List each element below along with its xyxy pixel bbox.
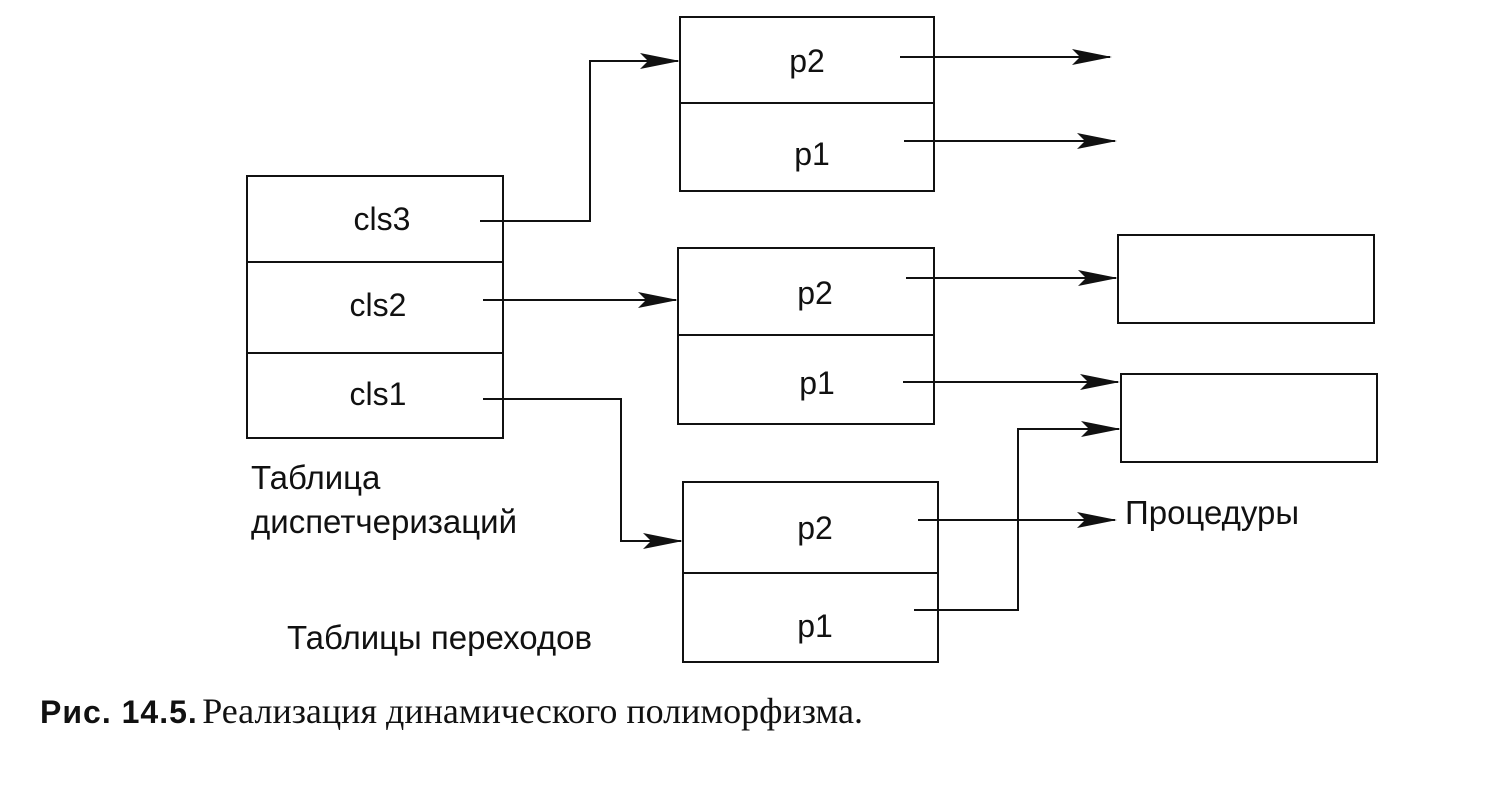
figure-number: Рис. 14.5. xyxy=(40,694,198,730)
jump-table-cls3-row-p2: p2 xyxy=(789,43,825,79)
arrow-bottom-p1-to-procedure xyxy=(914,421,1121,611)
procedures-label: Процедуры xyxy=(1125,494,1300,531)
jump-table-cls3 xyxy=(679,16,935,192)
jump-table-cls3-row-p1: p1 xyxy=(794,136,830,172)
dispatch-table-label: Таблица диспетчеризаций xyxy=(251,456,517,544)
arrow-cls3-to-jump-table xyxy=(480,53,680,222)
procedure-box xyxy=(1117,234,1375,324)
jump-table-cls2-row-p1: p1 xyxy=(799,365,835,401)
dispatch-table xyxy=(246,175,504,439)
dispatch-table-label-line2: диспетчеризаций xyxy=(251,503,518,540)
jump-table-cls1-row-p2: p2 xyxy=(797,510,833,546)
dispatch-table-label-line1: Таблица xyxy=(251,459,381,496)
figure-caption-text: Реализация динамического полиморфизма. xyxy=(202,691,863,731)
procedure-box xyxy=(1120,373,1378,463)
figure-caption: Рис. 14.5. Реализация динамического поли… xyxy=(40,690,863,732)
jump-table-cls2-row-p2: p2 xyxy=(797,275,833,311)
arrow-cls1-to-jump-table xyxy=(483,398,683,549)
jump-tables-label: Таблицы переходов xyxy=(287,619,593,656)
dispatch-row-cls2: cls2 xyxy=(350,287,407,323)
dispatch-table-frame xyxy=(246,175,504,439)
jump-table-cls1 xyxy=(682,481,939,663)
jump-table-cls2 xyxy=(677,247,935,425)
jump-table-cls1-row-p1: p1 xyxy=(797,608,833,644)
dispatch-row-cls1: cls1 xyxy=(350,376,407,412)
dispatch-row-cls3: cls3 xyxy=(354,201,411,237)
